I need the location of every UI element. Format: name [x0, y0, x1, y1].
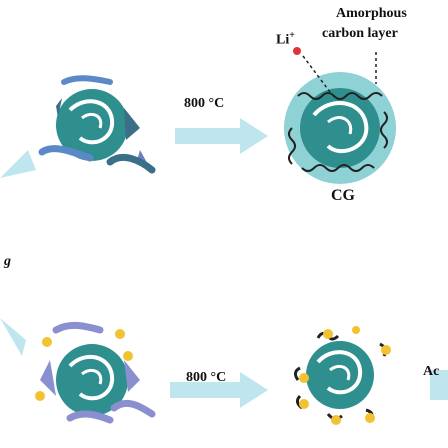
layer-label-line1: Amorphous [336, 6, 407, 21]
layer-label-line2: carbon layer [322, 26, 398, 41]
incoming-arrow-bottom [0, 318, 26, 356]
cg-label: CG [331, 187, 355, 204]
li-ion-dot [293, 47, 301, 55]
precursor-particle-top [38, 75, 156, 174]
process-arrow-bottom [170, 372, 268, 408]
process-arrow-top [175, 118, 268, 154]
product-particle-bottom [293, 326, 391, 425]
li-ion-label: Li+ [276, 30, 295, 48]
precursor-particle-bottom [35, 321, 156, 424]
incoming-arrow-top [0, 150, 36, 178]
temperature-label-top: 800 °C [184, 96, 225, 111]
right-partial-label: Ac [423, 364, 440, 379]
cg-particle [284, 47, 396, 184]
left-partial-label: g [4, 254, 11, 269]
temperature-label-bottom: 800 °C [186, 370, 227, 385]
outgoing-arrow-bottom [430, 370, 448, 400]
